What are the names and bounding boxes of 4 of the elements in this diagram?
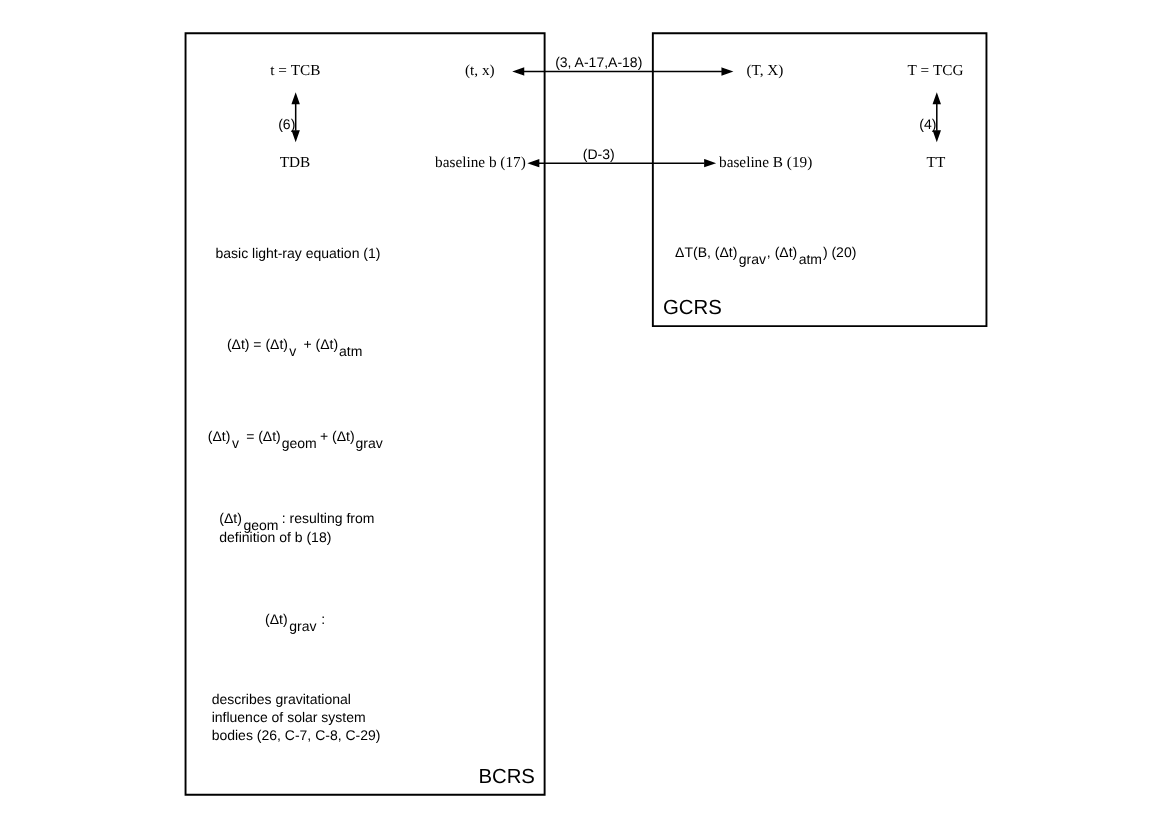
arrow bbox=[931, 91, 940, 142]
arrow bbox=[511, 66, 733, 75]
arrow bbox=[290, 91, 299, 142]
arrow bbox=[526, 157, 716, 167]
